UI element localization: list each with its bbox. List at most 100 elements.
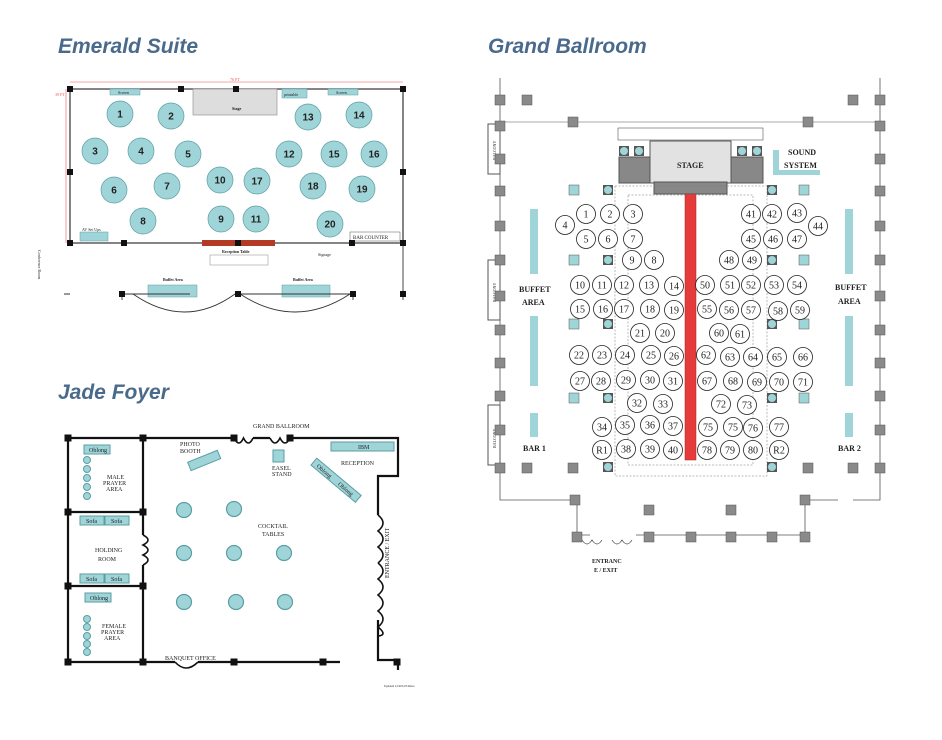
ballroom-table-64[interactable]: 64 [743, 347, 763, 367]
emerald-table-5[interactable]: 5 [174, 140, 202, 168]
emerald-table-6[interactable]: 6 [100, 176, 128, 204]
ballroom-table-R1[interactable]: R1 [592, 440, 612, 460]
ballroom-table-37[interactable]: 37 [663, 416, 683, 436]
ballroom-table-38[interactable]: 38 [616, 439, 636, 459]
ballroom-table-61[interactable]: 61 [730, 324, 750, 344]
ballroom-table-18[interactable]: 18 [640, 299, 660, 319]
ballroom-table-30[interactable]: 30 [640, 370, 660, 390]
emerald-table-13[interactable]: 13 [294, 103, 322, 131]
ballroom-table-27[interactable]: 27 [570, 371, 590, 391]
ballroom-table-60[interactable]: 60 [709, 323, 729, 343]
ballroom-table-59[interactable]: 59 [790, 300, 810, 320]
ballroom-table-53[interactable]: 53 [764, 275, 784, 295]
ballroom-table-29[interactable]: 29 [616, 370, 636, 390]
ballroom-table-4[interactable]: 4 [555, 215, 575, 235]
ballroom-table-36[interactable]: 36 [640, 415, 660, 435]
emerald-table-20[interactable]: 20 [316, 210, 344, 238]
ballroom-table-2[interactable]: 2 [600, 204, 620, 224]
ballroom-table-19[interactable]: 19 [664, 300, 684, 320]
ballroom-table-68[interactable]: 68 [723, 371, 743, 391]
ballroom-table-23[interactable]: 23 [592, 345, 612, 365]
ballroom-table-39[interactable]: 39 [640, 439, 660, 459]
ballroom-table-52[interactable]: 52 [741, 275, 761, 295]
ballroom-table-1[interactable]: 1 [576, 204, 596, 224]
ballroom-table-45[interactable]: 45 [741, 229, 761, 249]
ballroom-table-70[interactable]: 70 [769, 372, 789, 392]
ballroom-table-33[interactable]: 33 [653, 394, 673, 414]
emerald-table-12[interactable]: 12 [275, 140, 303, 168]
ballroom-table-20[interactable]: 20 [655, 323, 675, 343]
ballroom-table-26[interactable]: 26 [664, 346, 684, 366]
cocktail-table[interactable] [175, 501, 193, 519]
cocktail-table[interactable] [225, 500, 243, 518]
emerald-table-16[interactable]: 16 [360, 140, 388, 168]
cocktail-table[interactable] [276, 593, 294, 611]
ballroom-table-72[interactable]: 72 [711, 394, 731, 414]
emerald-table-18[interactable]: 18 [299, 172, 327, 200]
emerald-table-15[interactable]: 15 [320, 140, 348, 168]
ballroom-table-14[interactable]: 14 [664, 276, 684, 296]
emerald-table-10[interactable]: 10 [206, 166, 234, 194]
ballroom-table-R2[interactable]: R2 [769, 440, 789, 460]
ballroom-table-51[interactable]: 51 [720, 275, 740, 295]
ballroom-table-42[interactable]: 42 [762, 204, 782, 224]
cocktail-table[interactable] [275, 544, 293, 562]
ballroom-table-54[interactable]: 54 [787, 275, 807, 295]
ballroom-table-11[interactable]: 11 [592, 275, 612, 295]
ballroom-table-80[interactable]: 80 [743, 440, 763, 460]
ballroom-table-32[interactable]: 32 [627, 393, 647, 413]
emerald-table-1[interactable]: 1 [106, 100, 134, 128]
ballroom-table-44[interactable]: 44 [808, 216, 828, 236]
ballroom-table-56[interactable]: 56 [719, 300, 739, 320]
ballroom-table-73[interactable]: 73 [737, 395, 757, 415]
ballroom-table-16[interactable]: 16 [593, 299, 613, 319]
cocktail-table[interactable] [175, 593, 193, 611]
emerald-table-3[interactable]: 3 [81, 137, 109, 165]
ballroom-table-62[interactable]: 62 [696, 345, 716, 365]
emerald-table-11[interactable]: 11 [242, 205, 270, 233]
ballroom-table-28[interactable]: 28 [591, 371, 611, 391]
ballroom-table-15[interactable]: 15 [570, 299, 590, 319]
ballroom-table-9[interactable]: 9 [622, 250, 642, 270]
ballroom-table-47[interactable]: 47 [787, 229, 807, 249]
ballroom-table-24[interactable]: 24 [615, 345, 635, 365]
ballroom-table-43[interactable]: 43 [787, 203, 807, 223]
ballroom-table-75[interactable]: 75 [698, 417, 718, 437]
emerald-table-14[interactable]: 14 [345, 101, 373, 129]
ballroom-table-12[interactable]: 12 [614, 275, 634, 295]
ballroom-table-67[interactable]: 67 [697, 371, 717, 391]
ballroom-table-71[interactable]: 71 [793, 372, 813, 392]
ballroom-table-8[interactable]: 8 [644, 250, 664, 270]
ballroom-table-78[interactable]: 78 [697, 440, 717, 460]
ballroom-table-63[interactable]: 63 [720, 347, 740, 367]
cocktail-table[interactable] [175, 544, 193, 562]
ballroom-table-76[interactable]: 76 [743, 418, 763, 438]
ballroom-table-49[interactable]: 49 [742, 250, 762, 270]
emerald-table-9[interactable]: 9 [207, 205, 235, 233]
cocktail-table[interactable] [227, 593, 245, 611]
ballroom-table-13[interactable]: 13 [639, 275, 659, 295]
ballroom-table-25[interactable]: 25 [641, 345, 661, 365]
ballroom-table-75[interactable]: 75 [723, 417, 743, 437]
ballroom-table-57[interactable]: 57 [741, 300, 761, 320]
emerald-table-4[interactable]: 4 [127, 137, 155, 165]
ballroom-table-3[interactable]: 3 [623, 204, 643, 224]
ballroom-table-40[interactable]: 40 [663, 440, 683, 460]
ballroom-table-17[interactable]: 17 [614, 299, 634, 319]
ballroom-table-79[interactable]: 79 [720, 440, 740, 460]
ballroom-table-69[interactable]: 69 [747, 372, 767, 392]
emerald-table-19[interactable]: 19 [348, 175, 376, 203]
ballroom-table-41[interactable]: 41 [741, 204, 761, 224]
ballroom-table-50[interactable]: 50 [695, 275, 715, 295]
ballroom-table-66[interactable]: 66 [793, 347, 813, 367]
ballroom-table-35[interactable]: 35 [615, 415, 635, 435]
ballroom-table-31[interactable]: 31 [663, 371, 683, 391]
ballroom-table-48[interactable]: 48 [719, 250, 739, 270]
ballroom-table-77[interactable]: 77 [769, 417, 789, 437]
ballroom-table-7[interactable]: 7 [623, 229, 643, 249]
ballroom-table-6[interactable]: 6 [598, 229, 618, 249]
ballroom-table-5[interactable]: 5 [576, 229, 596, 249]
emerald-table-17[interactable]: 17 [243, 167, 271, 195]
ballroom-table-55[interactable]: 55 [697, 299, 717, 319]
ballroom-table-34[interactable]: 34 [592, 417, 612, 437]
